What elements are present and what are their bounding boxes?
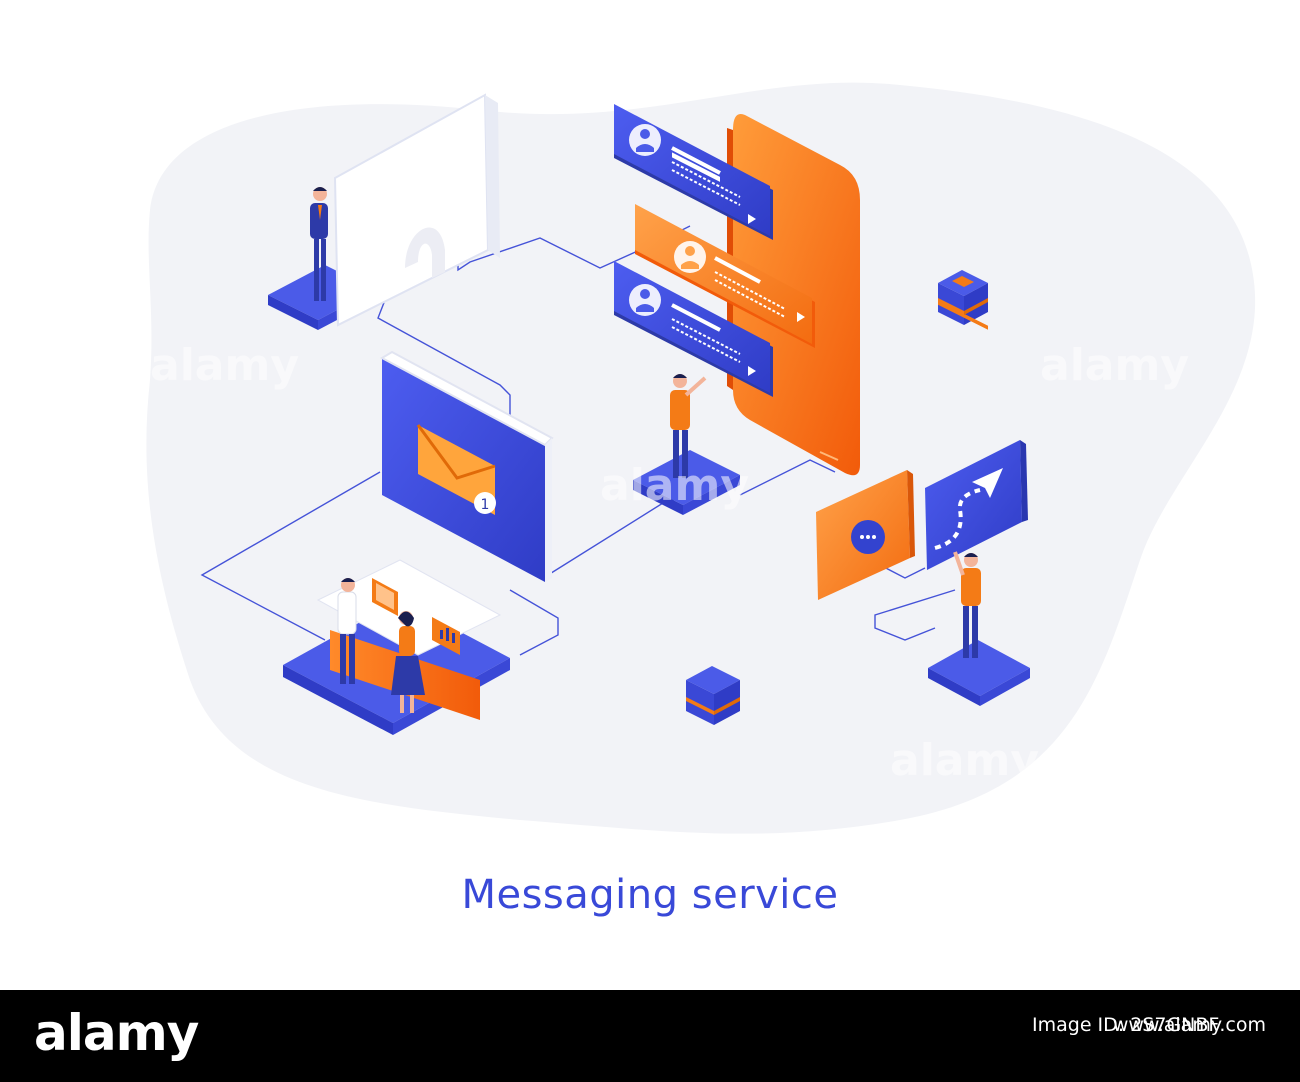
watermark: alamy (1040, 340, 1189, 391)
monitor-stand (405, 227, 445, 278)
messaging-service-illustration: 1 (146, 82, 1256, 834)
phone-station (614, 104, 860, 515)
envelope-icon (416, 424, 496, 515)
paper-plane-icon (972, 468, 1003, 498)
platform (928, 640, 1030, 696)
person-sending (953, 551, 981, 658)
chat-panel (816, 470, 915, 600)
watermark: alamy (150, 340, 299, 391)
page-title: Messaging service (461, 872, 839, 918)
chart-laptop-icon (432, 617, 460, 655)
mail-station: 1 (379, 350, 554, 582)
chat-bubble-3 (614, 261, 773, 397)
watermark: alamy (890, 735, 1039, 786)
chat-bubble-2 (635, 204, 815, 348)
notification-badge-count: 1 (481, 497, 490, 513)
send-station (925, 440, 1030, 706)
businessman-figure (310, 187, 328, 301)
notification-badge (474, 492, 496, 514)
watermark: alamy (600, 460, 749, 511)
website-link[interactable]: www.alamy.com (1112, 1014, 1266, 1036)
monitor-station (268, 93, 500, 330)
office-desk-station (283, 559, 510, 735)
decorative-cube-top (938, 270, 988, 330)
laptop-icon (372, 578, 398, 616)
brand-logo[interactable]: alamy (34, 1004, 199, 1062)
person-touching-phone (670, 374, 707, 478)
footer-bar: alamy Image ID: 2S7GNBF www.alamy.com (0, 990, 1300, 1082)
female-worker (391, 611, 425, 713)
image-id-label: Image ID: 2S7GNBF (1032, 1014, 1220, 1036)
decorative-cube-bottom (686, 666, 740, 725)
chat-bubble-1 (614, 104, 773, 240)
male-worker (337, 578, 357, 684)
